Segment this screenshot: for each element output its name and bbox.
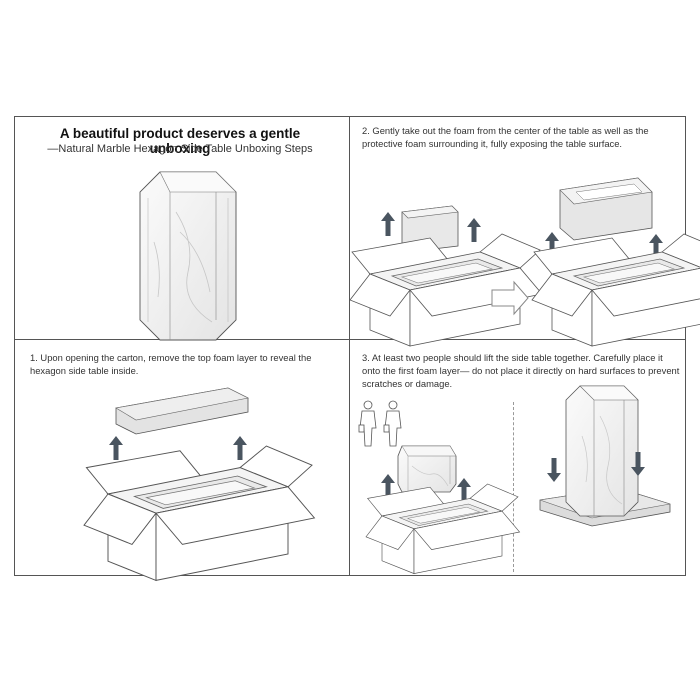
step-1-text: 1. Upon opening the carton, remove the t… xyxy=(30,352,312,376)
arrow-up-icon xyxy=(109,436,123,460)
arrow-up-icon xyxy=(467,218,481,242)
foam-frame-illustration xyxy=(559,177,653,241)
arrow-down-icon xyxy=(547,458,561,482)
hexagon-table-illustration xyxy=(139,171,237,341)
arrow-up-icon xyxy=(381,212,395,236)
open-carton-illustration xyxy=(365,483,520,574)
step-3-text: 3. At least two people should lift the s… xyxy=(362,352,680,389)
horizontal-divider xyxy=(14,339,686,340)
step-2-text: 2. Gently take out the foam from the cen… xyxy=(362,125,649,149)
two-people-icon xyxy=(358,400,402,447)
dotted-separator xyxy=(513,402,514,572)
arrow-right-icon xyxy=(491,280,529,316)
page-subtitle: —Natural Marble Hexagon Side Table Unbox… xyxy=(47,143,313,155)
open-carton-illustration xyxy=(83,445,315,581)
open-carton-illustration xyxy=(531,233,700,347)
table-on-foam-illustration xyxy=(539,385,671,527)
vertical-divider xyxy=(349,116,350,576)
page-title: A beautiful product deserves a gentle un… xyxy=(59,126,301,156)
side-table-lifted-illustration xyxy=(397,445,457,493)
arrow-up-icon xyxy=(233,436,247,460)
instruction-frame xyxy=(14,116,686,576)
top-foam-layer-illustration xyxy=(115,387,249,435)
